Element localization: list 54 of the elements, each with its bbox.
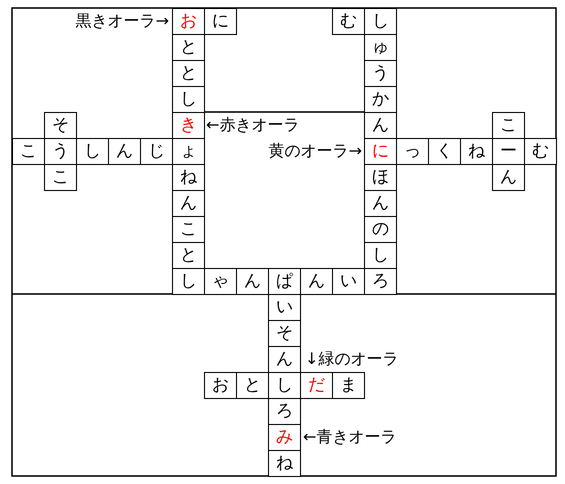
letter-cell: ぱ — [268, 268, 301, 295]
letter-cell: ほ — [364, 164, 397, 191]
letter-cell: こ — [172, 216, 205, 243]
letter-cell: ね — [460, 138, 493, 165]
letter-cell: い — [332, 268, 365, 295]
letter-cell: お — [172, 8, 205, 35]
letter-cell: と — [172, 34, 205, 61]
letter-cell: ゅ — [364, 34, 397, 61]
clue-label: ↓緑のオーラ — [305, 348, 398, 370]
letter-cell: っ — [396, 138, 429, 165]
letter-cell: ね — [172, 164, 205, 191]
letter-cell: と — [172, 242, 205, 269]
clue-label: ←赤きオーラ — [206, 114, 300, 136]
letter-cell: そ — [268, 320, 301, 347]
clue-label: 黒きオーラ→ — [76, 10, 169, 32]
letter-cell: し — [76, 138, 109, 165]
letter-cell: お — [204, 372, 237, 399]
clue-label: ←青きオーラ — [303, 426, 396, 448]
letter-cell: み — [268, 424, 301, 451]
letter-cell: う — [364, 60, 397, 87]
letter-cell: ん — [108, 138, 141, 165]
letter-cell: ん — [236, 268, 269, 295]
letter-cell: ね — [268, 450, 301, 477]
letter-cell: そ — [44, 112, 77, 139]
letter-cell: だ — [300, 372, 333, 399]
letter-cell: く — [428, 138, 461, 165]
letter-cell: じ — [140, 138, 173, 165]
letter-cell: む — [524, 138, 557, 165]
letter-cell: む — [332, 8, 365, 35]
letter-cell: ま — [332, 372, 365, 399]
letter-cell: ん — [364, 190, 397, 217]
letter-cell: の — [364, 216, 397, 243]
letter-cell: し — [364, 242, 397, 269]
letter-cell: ん — [364, 112, 397, 139]
letter-cell: ん — [268, 346, 301, 373]
letter-cell: し — [172, 86, 205, 113]
letter-cell: ん — [492, 164, 525, 191]
letter-cell: ん — [300, 268, 333, 295]
letter-cell: こ — [12, 138, 45, 165]
letter-cell: ろ — [268, 398, 301, 425]
letter-cell: こ — [44, 164, 77, 191]
letter-cell: か — [364, 86, 397, 113]
letter-cell: に — [204, 8, 237, 35]
letter-cell: こ — [492, 112, 525, 139]
clue-label: 黄のオーラ→ — [268, 140, 362, 162]
letter-cell: し — [172, 268, 205, 295]
letter-cell: ゃ — [204, 268, 237, 295]
letter-cell: と — [236, 372, 269, 399]
letter-cell: し — [364, 8, 397, 35]
letter-cell: と — [172, 60, 205, 87]
letter-cell: い — [268, 294, 301, 321]
letter-cell: ろ — [364, 268, 397, 295]
letter-cell: ん — [172, 190, 205, 217]
letter-cell: き — [172, 112, 205, 139]
